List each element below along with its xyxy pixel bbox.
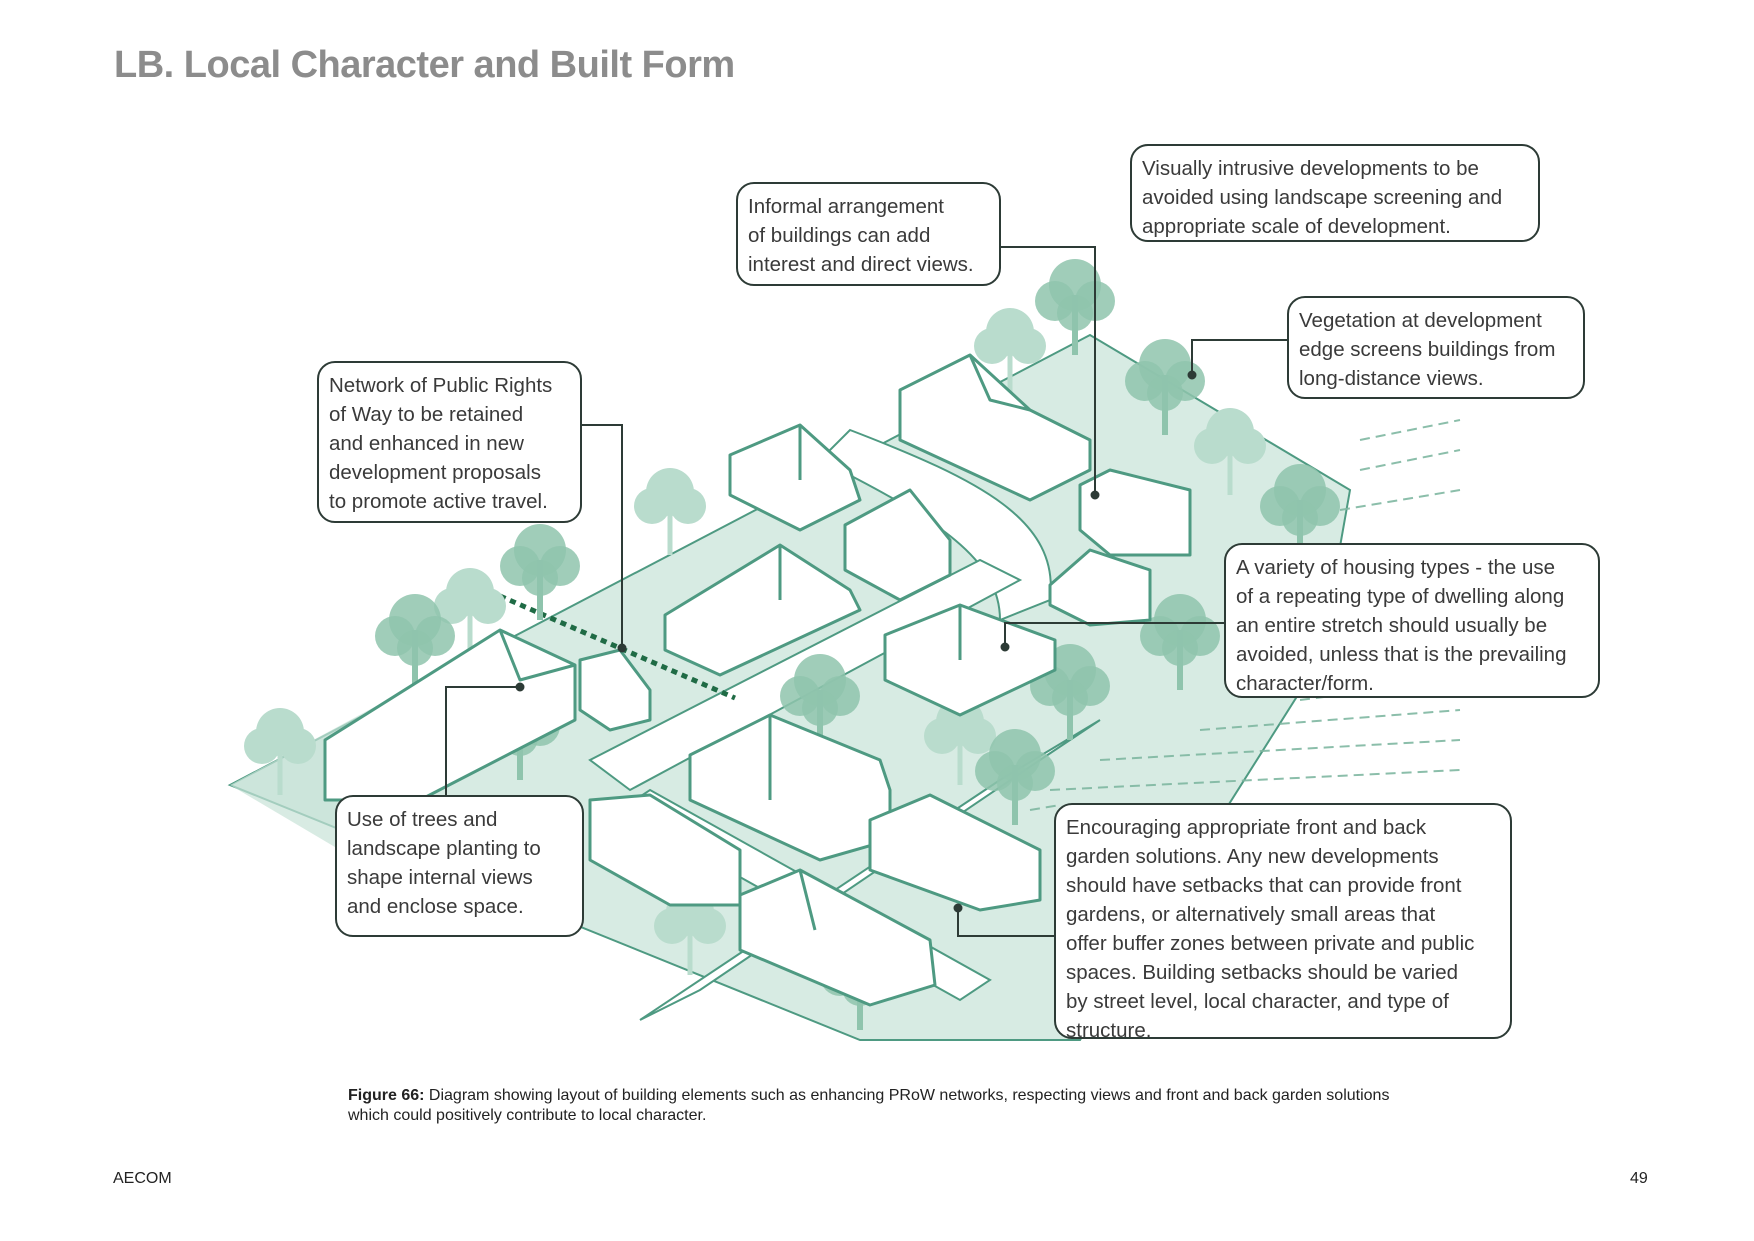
- callout-line: Encouraging appropriate front and back: [1066, 816, 1427, 839]
- callout-line: development proposals: [329, 461, 541, 484]
- callout-line: interest and direct views.: [748, 253, 974, 276]
- leader-lines: [445, 246, 1287, 937]
- callout-line: offer buffer zones between private and p…: [1066, 932, 1475, 955]
- callout-line: by street level, local character, and ty…: [1066, 990, 1449, 1013]
- callout-line: of a repeating type of dwelling along: [1236, 585, 1565, 608]
- callout-line: Network of Public Rights: [329, 374, 553, 397]
- page-number: 49: [1630, 1170, 1648, 1187]
- callout-line: garden solutions. Any new developments: [1066, 845, 1439, 868]
- callout-line: A variety of housing types - the use: [1236, 556, 1556, 579]
- callout-line: should have setbacks that can provide fr…: [1066, 874, 1462, 897]
- callout-line: spaces. Building setbacks should be vari…: [1066, 961, 1459, 984]
- callout-line: Visually intrusive developments to be: [1142, 157, 1479, 180]
- callout-housing-types: A variety of housing types - the use of …: [1224, 543, 1600, 698]
- buildings: [323, 353, 1192, 1007]
- callout-line: structure.: [1066, 1019, 1152, 1042]
- figure-caption: Figure 66: Diagram showing layout of bui…: [348, 1086, 1408, 1126]
- figure-label: Figure 66:: [348, 1087, 425, 1104]
- prow-path: [499, 593, 736, 701]
- callout-line: shape internal views: [347, 866, 533, 889]
- callout-line: of buildings can add: [748, 224, 931, 247]
- callout-line: of Way to be retained: [329, 403, 524, 426]
- callout-line: character/form.: [1236, 672, 1374, 695]
- callout-visually-intrusive: Visually intrusive developments to be av…: [1130, 144, 1540, 242]
- footer-brand: AECOM: [113, 1170, 172, 1187]
- callout-line: Vegetation at development: [1299, 309, 1542, 332]
- callout-line: avoided, unless that is the prevailing: [1236, 643, 1567, 666]
- callout-line: landscape planting to: [347, 837, 541, 860]
- figure-caption-text: Diagram showing layout of building eleme…: [348, 1087, 1390, 1124]
- callout-informal-arrangement: Informal arrangement of buildings can ad…: [736, 182, 1001, 286]
- callout-prow-network: Network of Public Rights of Way to be re…: [317, 361, 582, 523]
- callout-line: and enclose space.: [347, 895, 524, 918]
- callout-vegetation-edge: Vegetation at development edge screens b…: [1287, 296, 1585, 399]
- callout-garden-solutions: Encouraging appropriate front and back g…: [1054, 803, 1512, 1042]
- callout-line: appropriate scale of development.: [1142, 215, 1451, 238]
- callout-line: and enhanced in new: [329, 432, 524, 455]
- callout-line: gardens, or alternatively small areas th…: [1066, 903, 1436, 926]
- callout-line: Use of trees and: [347, 808, 498, 831]
- callout-line: Informal arrangement: [748, 195, 944, 218]
- callout-line: to promote active travel.: [329, 490, 548, 513]
- callout-trees-landscape: Use of trees and landscape planting to s…: [335, 795, 584, 937]
- callout-line: an entire stretch should usually be: [1236, 614, 1548, 637]
- callout-line: avoided using landscape screening and: [1142, 186, 1503, 209]
- callout-line: long-distance views.: [1299, 367, 1484, 390]
- callout-line: edge screens buildings from: [1299, 338, 1556, 361]
- page-title: LB. Local Character and Built Form: [114, 44, 735, 86]
